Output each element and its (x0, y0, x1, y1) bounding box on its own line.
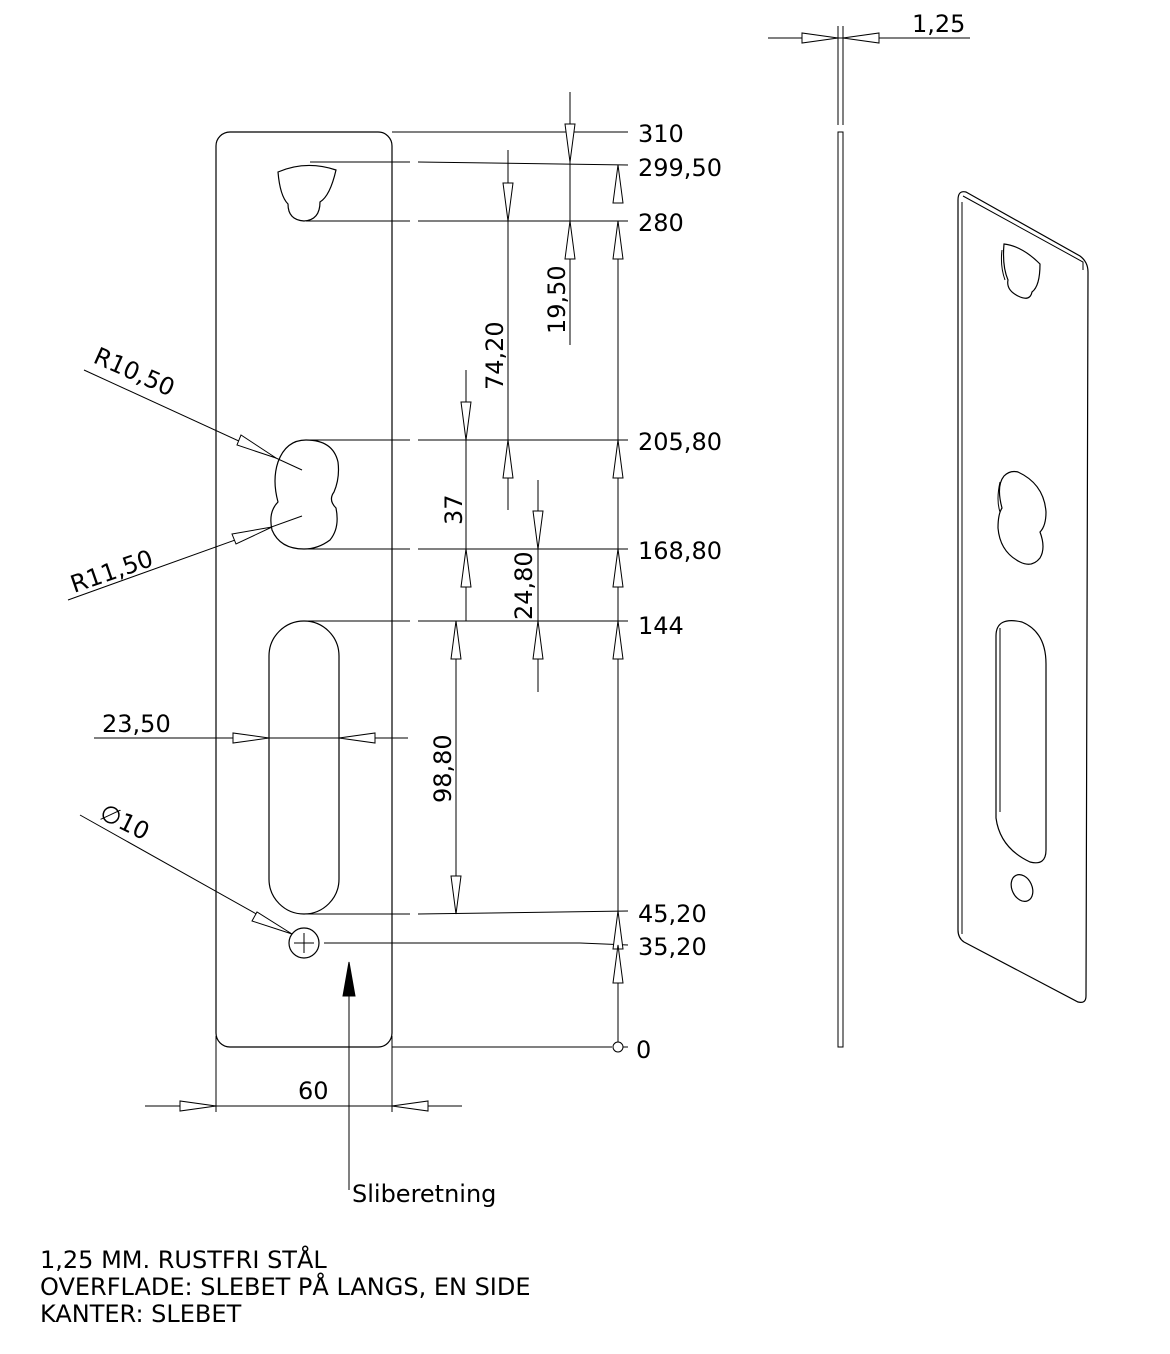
grind-direction: Sliberetning (342, 961, 496, 1208)
label-280: 280 (638, 209, 684, 237)
label-thickness: 1,25 (912, 10, 965, 38)
label-diameter-10: ∅10 (95, 798, 154, 846)
notes: 1,25 MM. RUSTFRI STÅL OVERFLADE: SLEBET … (40, 1245, 531, 1328)
radius-upper: R10,50 (83, 342, 303, 471)
diameter-leader: ∅10 (79, 798, 293, 935)
screw-hole (288, 927, 320, 959)
label-98-80: 98,80 (429, 734, 457, 803)
dim-slot-width: 23,50 (94, 710, 408, 744)
label-37: 37 (440, 494, 468, 525)
isometric-view (957, 191, 1089, 1003)
front-view (215, 131, 393, 1048)
label-205-80: 205,80 (638, 428, 722, 456)
dim-width-60: 60 (145, 1077, 462, 1112)
plate-outline (215, 131, 393, 1048)
cylinder-hole (270, 439, 340, 550)
label-45-20: 45,20 (638, 900, 707, 928)
top-cylinder-cutout (277, 164, 337, 222)
dim-19-50: 19,50 (543, 92, 576, 345)
label-r11-50: R11,50 (67, 544, 157, 598)
dim-24-80: 24,80 (510, 480, 544, 692)
radius-lower: R11,50 (67, 515, 303, 601)
label-310: 310 (638, 120, 684, 148)
dim-37: 37 (440, 370, 472, 621)
ordinate-labels: 310 299,50 280 205,80 168,80 144 45,20 3… (636, 120, 722, 1064)
grind-direction-label: Sliberetning (352, 1180, 496, 1208)
label-299-50: 299,50 (638, 154, 722, 182)
note-edges: KANTER: SLEBET (40, 1300, 242, 1328)
note-surface: OVERFLADE: SLEBET PÅ LANGS, EN SIDE (40, 1272, 531, 1301)
dim-74-20: 74,20 (481, 150, 514, 510)
extension-lines (215, 131, 629, 1112)
label-19-50: 19,50 (543, 265, 571, 334)
label-168-80: 168,80 (638, 537, 722, 565)
label-0: 0 (636, 1036, 651, 1064)
label-23-50: 23,50 (102, 710, 171, 738)
label-24-80: 24,80 (510, 551, 538, 620)
label-35-20: 35,20 (638, 933, 707, 961)
dim-98-80: 98,80 (429, 620, 462, 915)
side-view: 1,25 (768, 10, 970, 1048)
handle-slot (268, 620, 340, 915)
note-material: 1,25 MM. RUSTFRI STÅL (40, 1245, 327, 1274)
label-60: 60 (298, 1077, 329, 1105)
label-144: 144 (638, 612, 684, 640)
label-74-20: 74,20 (481, 321, 509, 390)
